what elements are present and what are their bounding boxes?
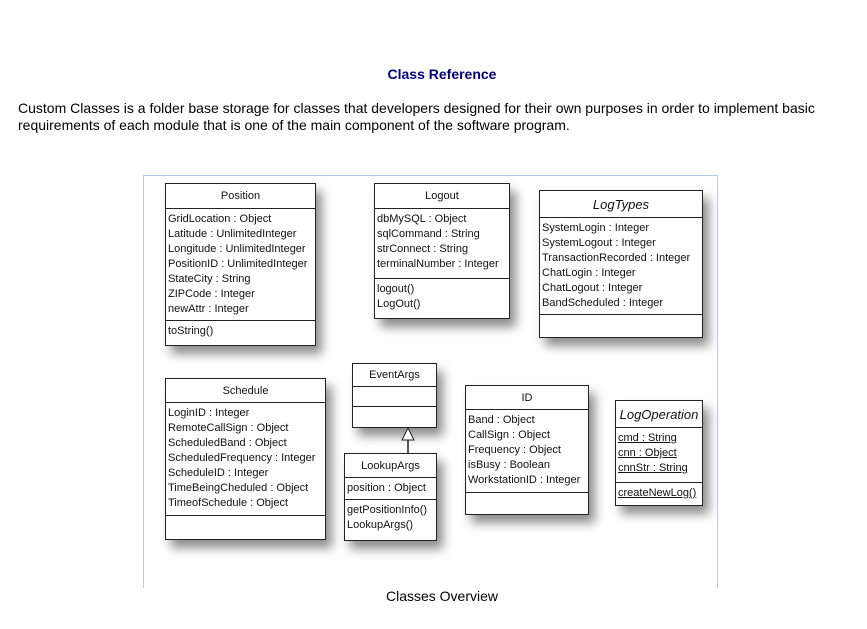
class-box-logout: Logout dbMySQL : Object sqlCommand : Strin… [374,183,510,319]
class-name: Position [166,184,315,209]
diagram-frame [143,175,718,588]
class-operations [166,516,325,539]
class-operation: logout() [377,283,415,295]
class-attribute: cmd : String [618,432,677,444]
class-attribute: terminalNumber : Integer [377,258,499,270]
class-operations: toString() [166,321,315,345]
class-box-eventargs: EventArgs [352,363,437,428]
class-operations: logout() LogOut() [375,279,509,318]
figure-caption: Classes Overview [385,588,499,604]
class-name: EventArgs [353,364,436,387]
class-attribute: RemoteCallSign : Object [168,422,289,434]
class-operation: LookupArgs() [347,519,414,531]
class-attribute: Frequency : Object [468,444,561,456]
class-operation: createNewLog() [618,487,697,499]
class-operation: toString() [168,325,214,337]
class-operations [353,407,436,427]
class-attribute: ZIPCode : Integer [168,288,255,300]
class-name: Schedule [166,379,325,403]
class-attribute: Band : Object [468,414,535,426]
class-attribute: PositionID : UnlimitedInteger [168,258,308,270]
class-attributes: cmd : String cnn : Object cnnStr : String [616,428,702,483]
class-attribute: sqlCommand : String [377,228,480,240]
class-attribute: strConnect : String [377,243,469,255]
class-attribute: Latitude : UnlimitedInteger [168,228,297,240]
class-attribute: cnn : Object [618,447,677,459]
class-operations: createNewLog() [616,483,702,505]
class-attribute: BandScheduled : Integer [542,297,664,309]
class-name: ID [466,386,588,410]
class-attribute: ScheduledFrequency : Integer [168,452,316,464]
class-attribute: isBusy : Boolean [468,459,550,471]
class-box-lookupargs: LookupArgs position : Object getPositionIn… [344,453,437,541]
class-operation: LogOut() [377,298,421,310]
class-operations [540,315,702,337]
class-attribute: ScheduleID : Integer [168,467,269,479]
class-attributes: dbMySQL : Object sqlCommand : String strCo… [375,209,509,279]
class-operation: getPositionInfo() [347,504,428,516]
intro-paragraph: Custom Classes is a folder base storage … [18,100,815,133]
class-attribute: CallSign : Object [468,429,550,441]
class-operations: getPositionInfo() LookupArgs() [345,500,436,540]
class-box-logoperation: LogOperation cmd : String cnn : Object cnnS… [615,400,703,506]
class-attribute: newAttr : Integer [168,303,249,315]
class-name: LookupArgs [345,454,436,478]
class-attribute: TransactionRecorded : Integer [542,252,691,264]
generalization-arrow [401,427,415,453]
class-attribute: Longitude : UnlimitedInteger [168,243,306,255]
class-attribute: ChatLogout : Integer [542,282,643,294]
class-name: LogTypes [540,191,702,218]
class-name: Logout [375,184,509,209]
class-attribute: cnnStr : String [618,462,688,474]
class-attribute: WorkstationID : Integer [468,474,581,486]
class-attribute: SystemLogin : Integer [542,222,650,234]
class-attribute: dbMySQL : Object [377,213,467,225]
class-attributes [353,387,436,407]
class-attribute: TimeBeingCheduled : Object [168,482,309,494]
class-attribute: ChatLogin : Integer [542,267,636,279]
class-operations [466,493,588,514]
page-title: Class Reference [387,66,497,82]
class-attribute: StateCity : String [168,273,251,285]
class-name: LogOperation [616,401,702,428]
class-attribute: LoginID : Integer [168,407,250,419]
class-attributes: position : Object [345,478,436,500]
class-attribute: position : Object [347,482,426,494]
class-attribute: SystemLogout : Integer [542,237,656,249]
class-attribute: GridLocation : Object [168,213,272,225]
class-attribute: ScheduledBand : Object [168,437,287,449]
class-attribute: TimeofSchedule : Object [168,497,289,509]
